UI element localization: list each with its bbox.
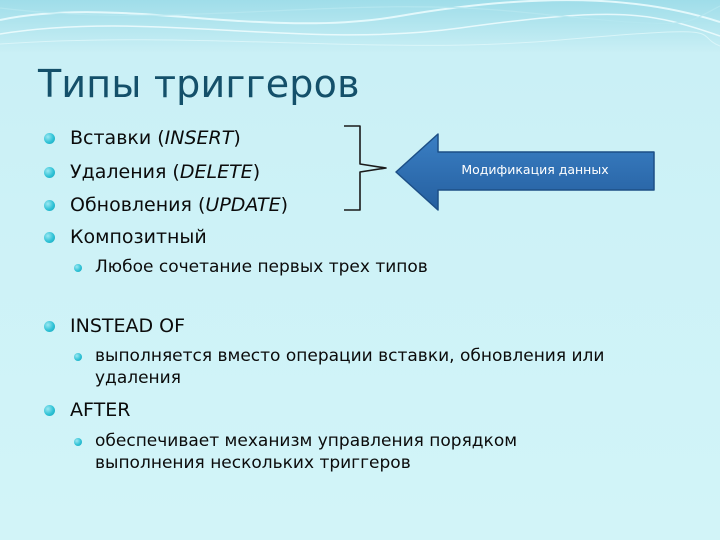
bullet-icon — [44, 321, 55, 332]
sub-item-text: обеспечивает механизм управления порядко… — [95, 431, 518, 473]
sub-bullet-icon — [74, 264, 82, 272]
sub-item-composite-note: Любое сочетание первых трех типов — [74, 256, 695, 278]
list-item-instead-of: INSTEAD OF — [44, 314, 185, 338]
list-item-insert: Вставки (INSERT) — [44, 126, 241, 150]
callout-label: Модификация данных — [461, 162, 609, 177]
bullet-icon — [44, 232, 55, 243]
list-item-text: Удаления (DELETE) — [70, 161, 261, 183]
bullet-icon — [44, 200, 55, 211]
sub-item-text: Любое сочетание первых трех типов — [95, 257, 428, 277]
bullet-icon — [44, 167, 55, 178]
decorative-wave-band — [0, 0, 720, 52]
bullet-icon — [44, 133, 55, 144]
list-item-text: Вставки (INSERT) — [70, 127, 241, 149]
arrow-callout-icon — [395, 133, 655, 211]
sub-item-after-note: обеспечивает механизм управления порядко… — [74, 430, 585, 474]
list-item-update: Обновления (UPDATE) — [44, 193, 288, 217]
brace-icon — [344, 125, 387, 211]
list-item-delete: Удаления (DELETE) — [44, 160, 260, 184]
sub-bullet-icon — [74, 438, 82, 446]
list-item-text: Композитный — [70, 226, 207, 248]
sub-bullet-icon — [74, 353, 82, 361]
list-item-after: AFTER — [44, 398, 130, 422]
sub-item-text: выполняется вместо операции вставки, обн… — [95, 346, 605, 388]
slide-title: Типы триггеров — [38, 62, 360, 106]
list-item-composite: Композитный — [44, 225, 207, 249]
list-item-text: INSTEAD OF — [70, 315, 186, 337]
sub-item-instead-of-note: выполняется вместо операции вставки, обн… — [74, 345, 680, 389]
list-item-text: Обновления (UPDATE) — [70, 194, 289, 216]
bullet-icon — [44, 405, 55, 416]
list-item-text: AFTER — [70, 399, 131, 421]
